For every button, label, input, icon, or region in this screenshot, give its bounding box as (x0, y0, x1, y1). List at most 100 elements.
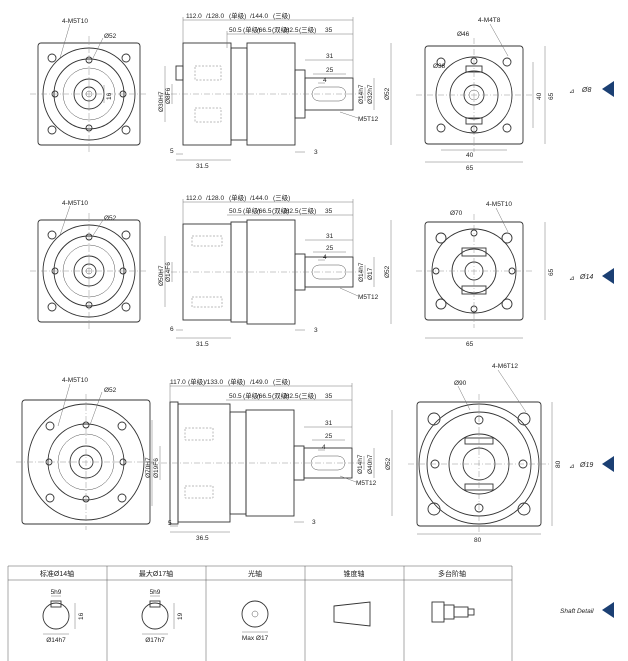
len-b: /66.5 (257, 27, 272, 34)
angle-symbol: ⊿ (569, 88, 574, 95)
marker-triangle-icon (602, 602, 614, 618)
dim-4: 4 (323, 254, 327, 261)
dim-4: 4 (323, 77, 327, 84)
len-c: /82.5 (284, 393, 299, 400)
key-height-label: 16 (78, 612, 85, 620)
dim-5: 5 (170, 148, 174, 155)
shaft-type-label: 最大Ø17轴 (139, 569, 173, 578)
row-1-side-view: 112.0 /128.0 (单级) /144.0 (三级) 50.5 (单级) … (158, 11, 392, 170)
dim-3: 3 (314, 327, 318, 334)
note2: (三级) (273, 11, 290, 20)
key-width-label: 5h9 (51, 589, 62, 596)
len-b: /66.5 (257, 208, 272, 215)
front-pcd-label: Ø70 (450, 210, 463, 217)
len-d: 35 (325, 208, 333, 215)
note1: (单级) (229, 193, 246, 202)
shaft-detail-plain: Max Ø17 (241, 600, 269, 642)
marker-triangle-icon (602, 268, 614, 284)
shaft-type-label: 多台阶轴 (438, 569, 466, 578)
flange-diameter-label: Ø52 (104, 33, 117, 40)
marker-triangle-icon (602, 81, 614, 97)
shaft-detail-stepped (431, 601, 475, 623)
shaft-label: Ø8 (581, 87, 591, 94)
total-length-alt2: /144.0 (250, 13, 268, 20)
note2: (三级) (273, 377, 290, 386)
total-length-alt1: /133.0 (205, 379, 223, 386)
shaft-label: Ø14 (579, 274, 593, 281)
front-d65-label: 65 (466, 341, 474, 348)
pilot-label: Ø50H7 (158, 265, 165, 286)
key-height-label: 19 (177, 612, 184, 620)
total-length-alt1: /128.0 (206, 195, 224, 202)
shaft-label: Ø19 (579, 462, 593, 469)
total-length: 112.0 (186, 13, 202, 20)
note1: (单级) (188, 377, 205, 386)
front-d40-label: 40 (466, 152, 474, 159)
shaft-detail-tapered (333, 601, 371, 627)
note-c: (三级) (299, 25, 316, 34)
row-2-side-view: 112.0 /128.0 (单级) /144.0 (三级) 50.5 (单级) … (158, 193, 392, 348)
key-width-label: 5h9 (150, 589, 161, 596)
front-holes-label: 4-M5T10 (486, 201, 512, 208)
holes-label: 4-M5T10 (62, 200, 88, 207)
flange-diameter-label: Ø52 (104, 215, 117, 222)
row-3-flange-view: 4-M5T10 Ø52 (16, 377, 156, 530)
key-label: Ø14h7 (357, 454, 364, 474)
note-a: (单级) (243, 25, 260, 34)
total-length: 112.0 (186, 195, 202, 202)
key-label: Ø14h7 (358, 84, 365, 104)
row-3-front-view: 4-M6T12 Ø90 80 80 (408, 363, 562, 544)
outer-dia-label: Ø52 (384, 265, 391, 278)
shaft-detail-keyed-17: 5h9 Ø17h7 19 (141, 589, 184, 644)
bore-f6-label: Ø14F6 (165, 262, 172, 282)
outer-dia-label: Ø52 (384, 87, 391, 100)
dim-31: 31 (325, 420, 333, 427)
row-2-flange-view: 4-M5T10 Ø52 (30, 200, 148, 329)
pilot-label: Ø70H7 (145, 457, 152, 478)
row-2: 4-M5T10 Ø52 112.0 /128.0 (单级) /144.0 (三级… (30, 193, 614, 348)
pilot-label: Ø30H7 (158, 91, 165, 112)
holes-label: 4-M5T10 (62, 18, 88, 25)
dim-5: 6 (170, 326, 174, 333)
shaft-detail-keyed-14: 5h9 Ø14h7 16 (42, 589, 85, 644)
max-dia-label: Max Ø17 (242, 635, 269, 642)
shaft-dia-label: Ø32h7 (367, 84, 374, 104)
thread-label: M5T12 (358, 294, 379, 301)
shaft-dia-label: Ø40h7 (367, 454, 374, 474)
front-holes-label: 4-M6T12 (492, 363, 518, 370)
len-c: /82.5 (284, 27, 299, 34)
shaft-type-label: 锥度轴 (344, 569, 365, 578)
note2: (三级) (273, 193, 290, 202)
front-d80-label: 80 (474, 537, 482, 544)
front-d80v-label: 80 (555, 460, 562, 468)
dim-5: 5 (168, 520, 172, 527)
front-holes-label: 4-M4T8 (478, 17, 501, 24)
bore-label: 16 (106, 92, 113, 100)
note-b: (双级) (272, 25, 289, 34)
front-pcd-label: Ø90 (454, 380, 467, 387)
bore-f6-label: Ø8F6 (165, 87, 172, 104)
row-1-flange-view: 4-M5T10 Ø52 16 (30, 18, 148, 152)
front-d65-label: 65 (466, 165, 474, 172)
outer-dia-label: Ø52 (385, 457, 392, 470)
front-d65v-label: 65 (548, 92, 555, 100)
note-c: (三级) (299, 206, 316, 215)
row-1-front-view: 4-M4T8 Ø46 Ø38 40 65 40 65 (416, 17, 555, 172)
shaft-dia-label: Ø17h7 (145, 637, 165, 644)
shaft-dia-label: Ø17 (367, 267, 374, 280)
len-d: 35 (325, 27, 333, 34)
key-label: Ø14h7 (358, 262, 365, 282)
thread-label: M5T12 (356, 480, 377, 487)
note-b: (双级) (272, 206, 289, 215)
dim-31-5: 36.5 (196, 535, 209, 542)
bore-f6-label: Ø19F6 (153, 458, 160, 478)
len-d: 35 (325, 393, 333, 400)
note1-b: (单级) (228, 377, 245, 386)
total-length-alt2: /144.0 (250, 195, 268, 202)
len-c: /82.5 (284, 208, 299, 215)
note-c: (三级) (299, 391, 316, 400)
front-d38-label: Ø38 (433, 63, 446, 70)
dim-3: 3 (312, 519, 316, 526)
flange-diameter-label: Ø52 (104, 387, 117, 394)
